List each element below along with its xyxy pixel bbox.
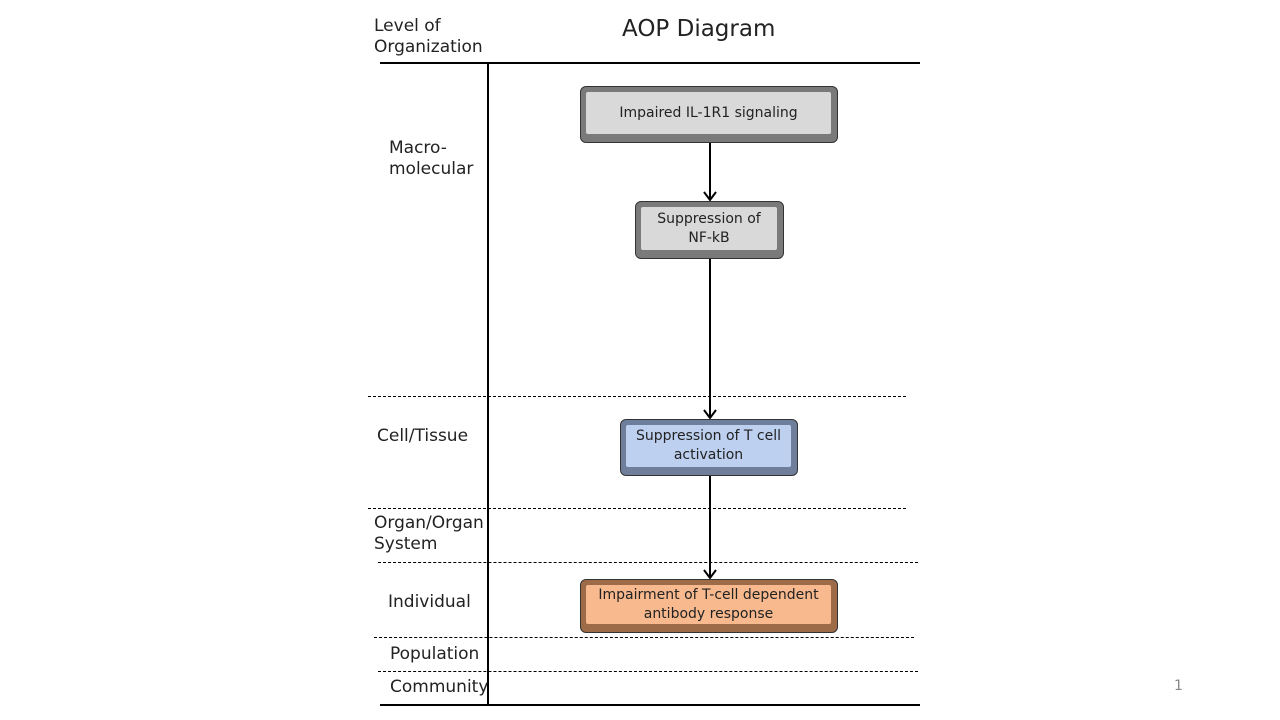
ao-label: Impairment of T-cell dependent antibody … <box>586 585 831 624</box>
arrow-head-2 <box>703 409 717 420</box>
arrow-head-1 <box>703 191 717 202</box>
level-community: Community <box>390 677 489 697</box>
bottom-border <box>380 704 920 706</box>
level-cell-tissue: Cell/Tissue <box>377 426 469 446</box>
level-of-organization-header: Level of Organization <box>374 16 483 57</box>
level-divider-3 <box>378 562 918 563</box>
ke1-label: Suppression of NF-kB <box>641 207 777 250</box>
level-individual: Individual <box>388 592 471 612</box>
header-divider <box>380 62 920 64</box>
level-divider-1 <box>368 396 906 397</box>
level-divider-2 <box>368 508 906 509</box>
mie-box: Impaired IL-1R1 signaling <box>580 86 838 143</box>
level-macromolecular: Macro- molecular <box>389 138 474 179</box>
mie-label: Impaired IL-1R1 signaling <box>586 92 831 134</box>
page-number: 1 <box>1174 678 1183 694</box>
ke2-label: Suppression of T cell activation <box>626 425 791 467</box>
diagram-title: AOP Diagram <box>622 16 776 42</box>
ao-box: Impairment of T-cell dependent antibody … <box>580 579 838 633</box>
level-divider-5 <box>378 671 918 672</box>
ke2-box: Suppression of T cell activation <box>620 419 798 476</box>
ke1-box: Suppression of NF-kB <box>635 201 784 259</box>
level-column-divider <box>487 63 489 706</box>
level-population: Population <box>390 644 480 664</box>
level-organ-system: Organ/Organ System <box>374 513 484 554</box>
arrow-head-3 <box>703 569 717 580</box>
level-divider-4 <box>374 637 914 638</box>
